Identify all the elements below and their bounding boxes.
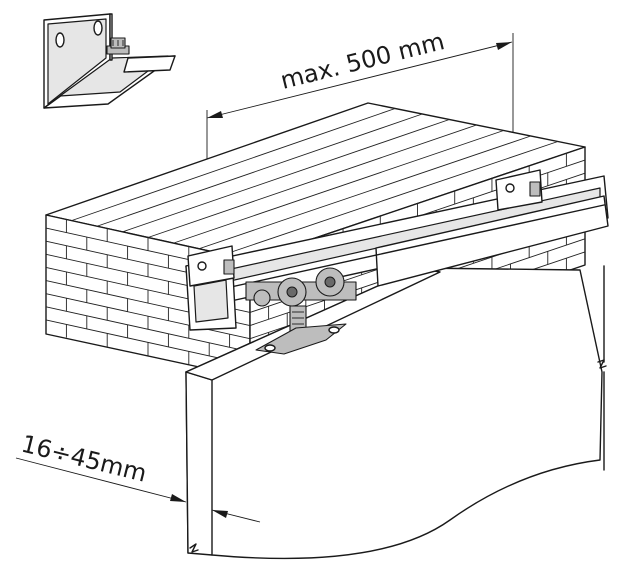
max-distance-label: max. 500 mm (278, 27, 448, 95)
wall-bracket-detail (43, 13, 176, 109)
brick-joint (71, 108, 396, 222)
brick-joint (96, 113, 423, 227)
brick-joint (198, 135, 531, 250)
brick-joint (173, 130, 504, 244)
brick-joint (224, 141, 559, 255)
roller-carriage (245, 267, 357, 355)
brick-joint (147, 124, 477, 238)
door-thickness-label: 16÷45mm (19, 430, 150, 488)
sliding-track (185, 169, 609, 331)
brick-joint (122, 119, 450, 233)
